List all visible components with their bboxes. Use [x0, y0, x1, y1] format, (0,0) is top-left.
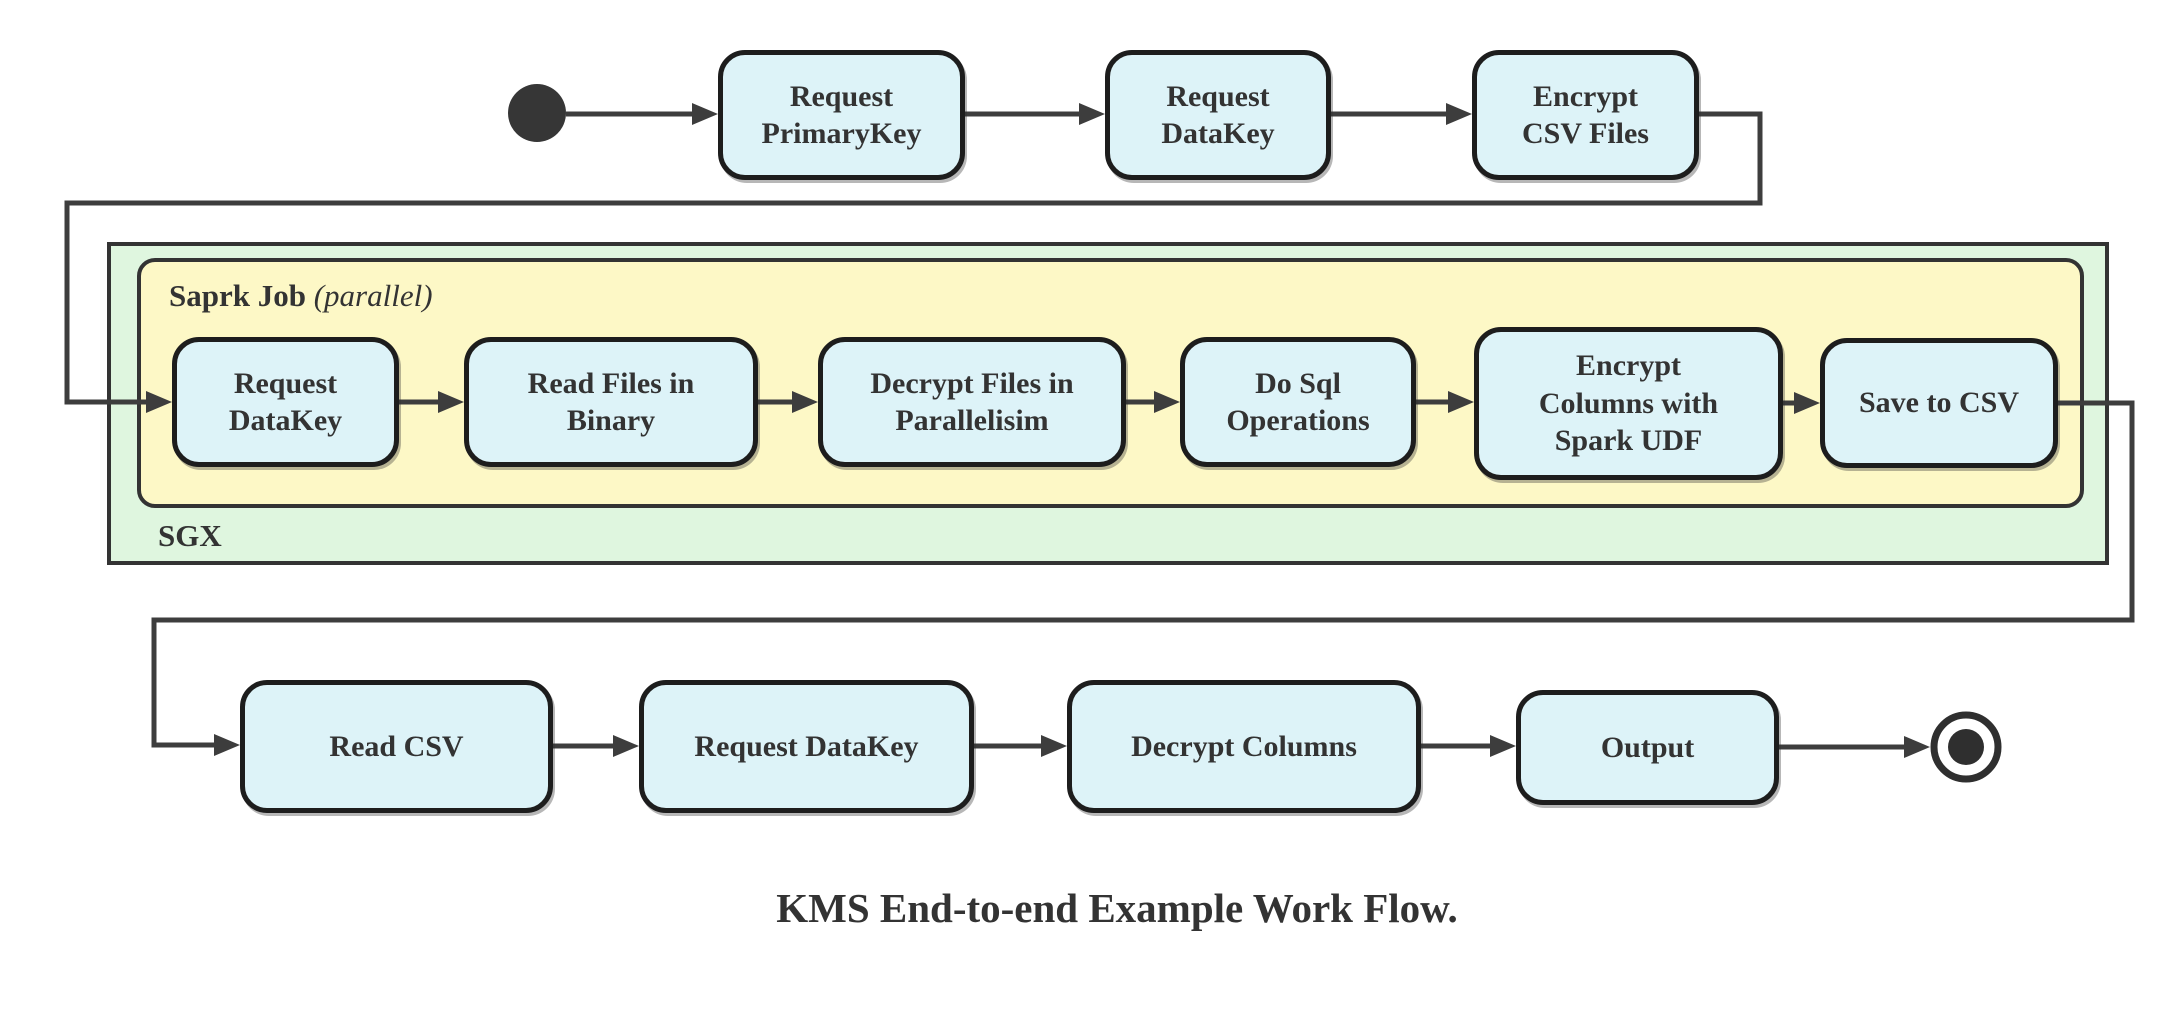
node-read-csv: Read CSV [240, 680, 553, 813]
node-encrypt-columns-with-spark-udf: Encrypt Columns with Spark UDF [1474, 327, 1783, 480]
arrowhead-icon [1041, 735, 1067, 757]
node-request-datakey-bottom: Request DataKey [639, 680, 974, 813]
start-state-icon [508, 84, 566, 142]
node-do-sql-operations: Do Sql Operations [1180, 337, 1416, 467]
arrowhead-icon [146, 391, 172, 413]
spark-job-label: Saprk Job (parallel) [169, 278, 433, 314]
node-read-files-in-binary: Read Files in Binary [464, 337, 758, 467]
arrowhead-icon [1904, 736, 1930, 758]
arrowhead-icon [1154, 391, 1180, 413]
node-request-datakey-mid: Request DataKey [172, 337, 399, 467]
arrowhead-icon [792, 391, 818, 413]
node-decrypt-files-in-parallelisim: Decrypt Files in Parallelisim [818, 337, 1126, 467]
node-request-primarykey: Request PrimaryKey [718, 50, 965, 180]
spark-job-label-text: Saprk Job [169, 278, 306, 313]
spark-job-parallel-annotation: (parallel) [313, 278, 433, 313]
node-encrypt-csv-files: Encrypt CSV Files [1472, 50, 1699, 180]
arrowhead-icon [1079, 103, 1105, 125]
arrowhead-icon [1448, 391, 1474, 413]
arrowhead-icon [1446, 103, 1472, 125]
node-request-datakey-top: Request DataKey [1105, 50, 1331, 180]
edge-save-csv-to-read-csv [151, 400, 2135, 748]
arrowhead-icon [1794, 392, 1820, 414]
arrowhead-icon [692, 103, 718, 125]
end-state-inner-dot-icon [1948, 729, 1984, 765]
diagram-title: KMS End-to-end Example Work Flow. [776, 885, 1458, 931]
arrowhead-icon [214, 734, 240, 756]
arrowhead-icon [438, 391, 464, 413]
edge-encrypt-csv-to-sgx-datakey [64, 111, 1763, 405]
node-decrypt-columns: Decrypt Columns [1067, 680, 1421, 813]
node-save-to-csv: Save to CSV [1820, 338, 2058, 468]
sgx-label: SGX [158, 518, 222, 553]
arrowhead-icon [613, 735, 639, 757]
arrowhead-icon [1490, 735, 1516, 757]
node-output: Output [1516, 690, 1779, 805]
